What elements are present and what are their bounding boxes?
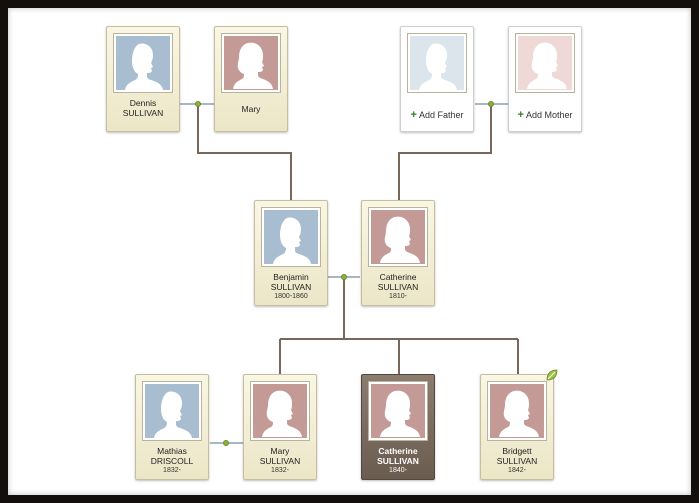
person-card-benjamin[interactable]: Benjamin SULLIVAN 1800-1860 [254, 200, 328, 306]
marriage-dot[interactable] [341, 274, 347, 280]
person-last-name: SULLIVAN [270, 282, 312, 292]
marriage-dot[interactable] [195, 101, 201, 107]
male-silhouette-icon [408, 34, 466, 92]
add-mother-button[interactable]: +Add Mother [509, 109, 581, 121]
person-first-name: Catherine [379, 272, 417, 282]
person-last-name: SULLIVAN [122, 108, 164, 118]
plus-icon: + [410, 109, 417, 121]
marriage-dot[interactable] [488, 101, 494, 107]
add-father-button[interactable]: +Add Father [401, 109, 473, 121]
person-last-name: SULLIVAN [259, 456, 301, 466]
person-card-dennis[interactable]: Dennis SULLIVAN [106, 26, 180, 132]
person-card-catherine-selected[interactable]: Catherine SULLIVAN 1840- [361, 374, 435, 480]
female-silhouette-icon [369, 382, 427, 440]
add-father-label: Add Father [418, 110, 464, 120]
leaf-icon[interactable] [545, 368, 559, 382]
add-father-card[interactable]: +Add Father [400, 26, 474, 132]
person-first-name: Dennis [129, 98, 157, 108]
person-lifespan: 1832- [163, 467, 181, 474]
person-card-mary[interactable]: Mary [214, 26, 288, 132]
person-last-name: SULLIVAN [496, 456, 538, 466]
person-lifespan: 1810- [389, 293, 407, 300]
plus-icon: + [517, 109, 524, 121]
person-first-name: Benjamin [273, 272, 309, 282]
male-silhouette-icon [114, 34, 172, 92]
person-first-name: Catherine [378, 446, 418, 456]
person-card-catherine-mother[interactable]: Catherine SULLIVAN 1810- [361, 200, 435, 306]
female-silhouette-icon [251, 382, 309, 440]
person-card-mary-sullivan[interactable]: Mary SULLIVAN 1832- [243, 374, 317, 480]
marriage-dot[interactable] [223, 440, 229, 446]
female-silhouette-icon [516, 34, 574, 92]
female-silhouette-icon [488, 382, 546, 440]
person-lifespan: 1840- [389, 467, 407, 474]
male-silhouette-icon [262, 208, 320, 266]
person-lifespan: 1800-1860 [274, 293, 308, 300]
person-lifespan: 1832- [271, 467, 289, 474]
person-card-mathias[interactable]: Mathias DRISCOLL 1832- [135, 374, 209, 480]
person-first-name: Mary [241, 104, 261, 114]
female-silhouette-icon [222, 34, 280, 92]
female-silhouette-icon [369, 208, 427, 266]
person-first-name: Mathias [157, 446, 187, 456]
add-mother-card[interactable]: +Add Mother [508, 26, 582, 132]
person-lifespan: 1842- [508, 467, 526, 474]
person-last-name: SULLIVAN [377, 456, 419, 466]
person-card-bridgett[interactable]: Bridgett SULLIVAN 1842- [480, 374, 554, 480]
person-first-name: Bridgett [502, 446, 532, 456]
person-last-name: DRISCOLL [150, 456, 194, 466]
add-mother-label: Add Mother [525, 110, 573, 120]
male-silhouette-icon [143, 382, 201, 440]
person-first-name: Mary [270, 446, 290, 456]
person-last-name: SULLIVAN [377, 282, 419, 292]
